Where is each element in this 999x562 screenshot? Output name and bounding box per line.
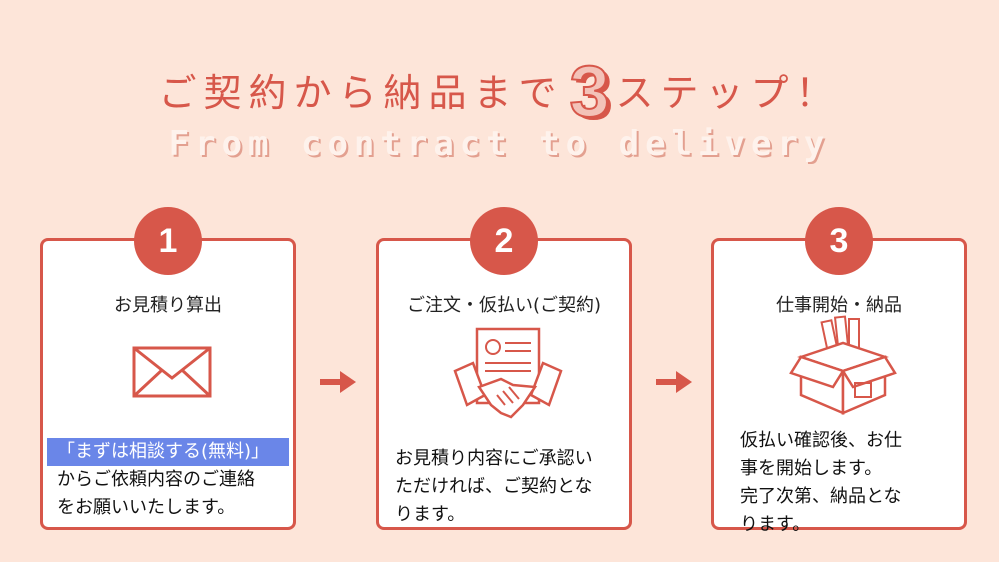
- title-text-after: ステップ！: [615, 71, 841, 115]
- step-badge-3: 3: [805, 207, 873, 275]
- envelope-icon: [132, 346, 212, 398]
- step-desc-2: お見積り内容にご承認い ただければ、ご契約とな ります。: [395, 445, 593, 529]
- step-badge-1: 1: [134, 207, 202, 275]
- step-card-2: 2 ご注文・仮払い(ご契約) お見積り内容にご承認い ただければ、ご契約とな り…: [376, 207, 632, 530]
- step-desc-1: 「まずは相談する(無料)」 からご依頼内容のご連絡 をお願いいたします。: [47, 438, 289, 522]
- free-consult-highlight: 「まずは相談する(無料)」: [47, 438, 289, 466]
- step-badge-2: 2: [470, 207, 538, 275]
- page-subtitle: From contract to delivery: [168, 124, 831, 164]
- title-text-before: ご契約から納品まで: [158, 71, 564, 115]
- arrow-right-icon: [320, 371, 356, 393]
- contract-handshake-icon: [453, 327, 563, 419]
- step-title-3: 仕事開始・納品: [776, 295, 902, 316]
- step-desc-line: 事を開始します。: [740, 458, 883, 479]
- step-card-3: 3 仕事開始・納品 仮払い確認後、お仕 事を開始します。 完了次第、納品とな り…: [711, 207, 967, 535]
- step-desc-line: ります。: [395, 504, 466, 525]
- step-desc-line: お見積り内容にご承認い: [395, 448, 593, 469]
- step-desc-line: からご依頼内容のご連絡: [57, 469, 255, 490]
- step-desc-line: 完了次第、納品とな: [740, 486, 902, 507]
- step-desc-line: 仮払い確認後、お仕: [740, 430, 902, 451]
- step-desc-3: 仮払い確認後、お仕 事を開始します。 完了次第、納品とな ります。: [740, 427, 902, 539]
- step-card-1: 1 お見積り算出 「まずは相談する(無料)」 からご依頼内容のご連絡 をお願いい…: [40, 207, 296, 530]
- title-step-count: 3: [568, 52, 610, 132]
- step-desc-line: をお願いいたします。: [57, 497, 236, 518]
- step-title-2: ご注文・仮払い(ご契約): [406, 295, 602, 316]
- arrow-right-icon: [656, 371, 692, 393]
- open-box-icon: [789, 315, 897, 415]
- step-desc-line: ただければ、ご契約とな: [395, 476, 593, 497]
- step-title-1: お見積り算出: [114, 295, 222, 316]
- step-desc-line: ります。: [740, 514, 811, 535]
